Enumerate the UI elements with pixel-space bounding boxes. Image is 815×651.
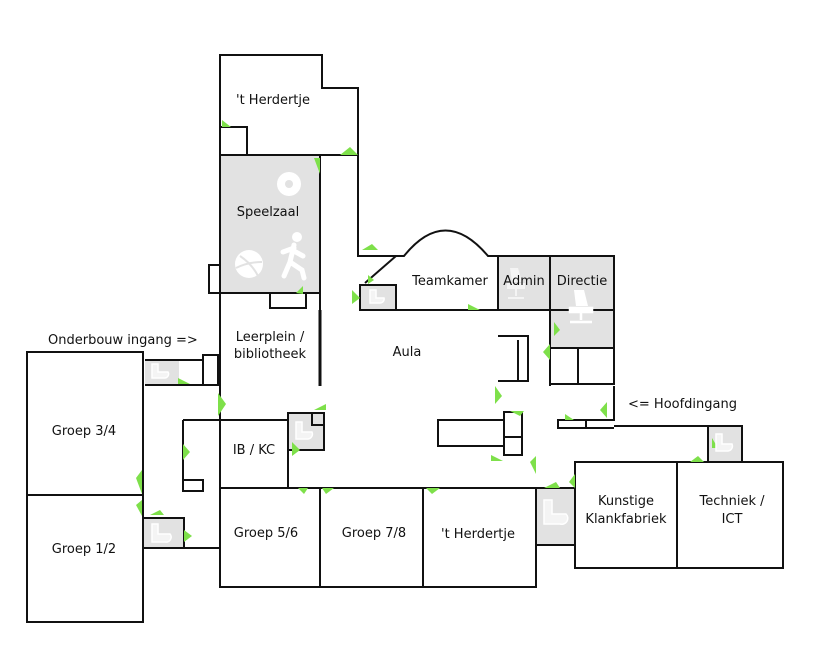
door-marker bbox=[136, 470, 142, 494]
door-marker bbox=[600, 402, 607, 418]
door-marker bbox=[298, 488, 308, 494]
toilet-icon bbox=[543, 499, 569, 526]
door-marker bbox=[530, 456, 536, 474]
toilet-icon bbox=[151, 523, 172, 543]
room-label-admin: Admin bbox=[503, 274, 544, 289]
volleyball-icon bbox=[235, 250, 263, 278]
football-icon bbox=[277, 172, 301, 196]
door-marker bbox=[296, 286, 303, 294]
door-marker bbox=[569, 474, 575, 488]
room-label-kunstige-line1: Kunstige bbox=[598, 494, 654, 509]
door-marker bbox=[510, 411, 524, 416]
door-marker bbox=[314, 158, 320, 174]
herdertje-top-label-bg bbox=[240, 80, 310, 130]
room-label-groep34: Groep 3/4 bbox=[52, 424, 116, 439]
room-label-speelzaal: Speelzaal bbox=[237, 205, 299, 220]
door-marker bbox=[183, 444, 190, 460]
door-marker bbox=[222, 120, 231, 127]
door-marker bbox=[340, 147, 358, 155]
door-marker bbox=[495, 386, 502, 404]
door-marker bbox=[178, 378, 190, 384]
door-marker bbox=[554, 322, 560, 336]
toilet-icon bbox=[295, 421, 314, 440]
room-label-groep12: Groep 1/2 bbox=[52, 542, 116, 557]
room-label-leerplein-line2: bibliotheek bbox=[234, 347, 307, 362]
entrance-label-hoofdingang: <= Hoofdingang bbox=[628, 397, 737, 412]
room-label-techniek-line2: ICT bbox=[722, 512, 743, 527]
door-marker bbox=[314, 404, 326, 410]
room-label-ibkc: IB / KC bbox=[233, 443, 275, 458]
door-marker bbox=[426, 488, 440, 494]
room-label-groep56: Groep 5/6 bbox=[234, 526, 298, 541]
toilet-icon bbox=[715, 433, 734, 452]
room-label-groep78: Groep 7/8 bbox=[342, 526, 406, 541]
room-label-leerplein-line1: Leerplein / bbox=[236, 330, 305, 345]
walls bbox=[26, 54, 784, 623]
door-marker bbox=[352, 290, 360, 304]
toilet-icon bbox=[151, 363, 170, 379]
running-person-icon bbox=[280, 232, 307, 281]
room-label-directie: Directie bbox=[557, 274, 608, 289]
office-chair-icon bbox=[568, 290, 594, 324]
door-marker bbox=[150, 510, 164, 515]
room-label-teamkamer: Teamkamer bbox=[411, 274, 488, 289]
door-marker bbox=[468, 304, 480, 310]
door-marker bbox=[565, 414, 574, 420]
door-markers bbox=[136, 120, 718, 542]
door-marker bbox=[362, 244, 378, 250]
room-label-herdertje-top: 't Herdertje bbox=[236, 93, 310, 108]
entrance-label-onderbouw: Onderbouw ingang => bbox=[48, 333, 198, 348]
door-marker bbox=[136, 500, 142, 516]
door-marker bbox=[322, 488, 334, 494]
room-label-herdertje-bottom: 't Herdertje bbox=[441, 527, 515, 542]
room-label-kunstige-line2: Klankfabriek bbox=[585, 512, 667, 527]
door-marker bbox=[218, 393, 226, 416]
door-marker bbox=[292, 442, 300, 456]
door-marker bbox=[690, 456, 704, 462]
door-marker bbox=[544, 482, 560, 488]
office-chair-icon bbox=[507, 268, 525, 299]
toilet-area-3 bbox=[143, 518, 184, 548]
toilet-icon bbox=[369, 289, 385, 304]
door-marker bbox=[184, 530, 192, 542]
toilet-icons bbox=[151, 289, 734, 543]
room-label-techniek-line1: Techniek / bbox=[698, 494, 765, 509]
door-marker bbox=[491, 455, 503, 461]
room-label-aula: Aula bbox=[393, 345, 422, 360]
door-marker bbox=[368, 275, 374, 284]
door-marker bbox=[543, 344, 550, 360]
